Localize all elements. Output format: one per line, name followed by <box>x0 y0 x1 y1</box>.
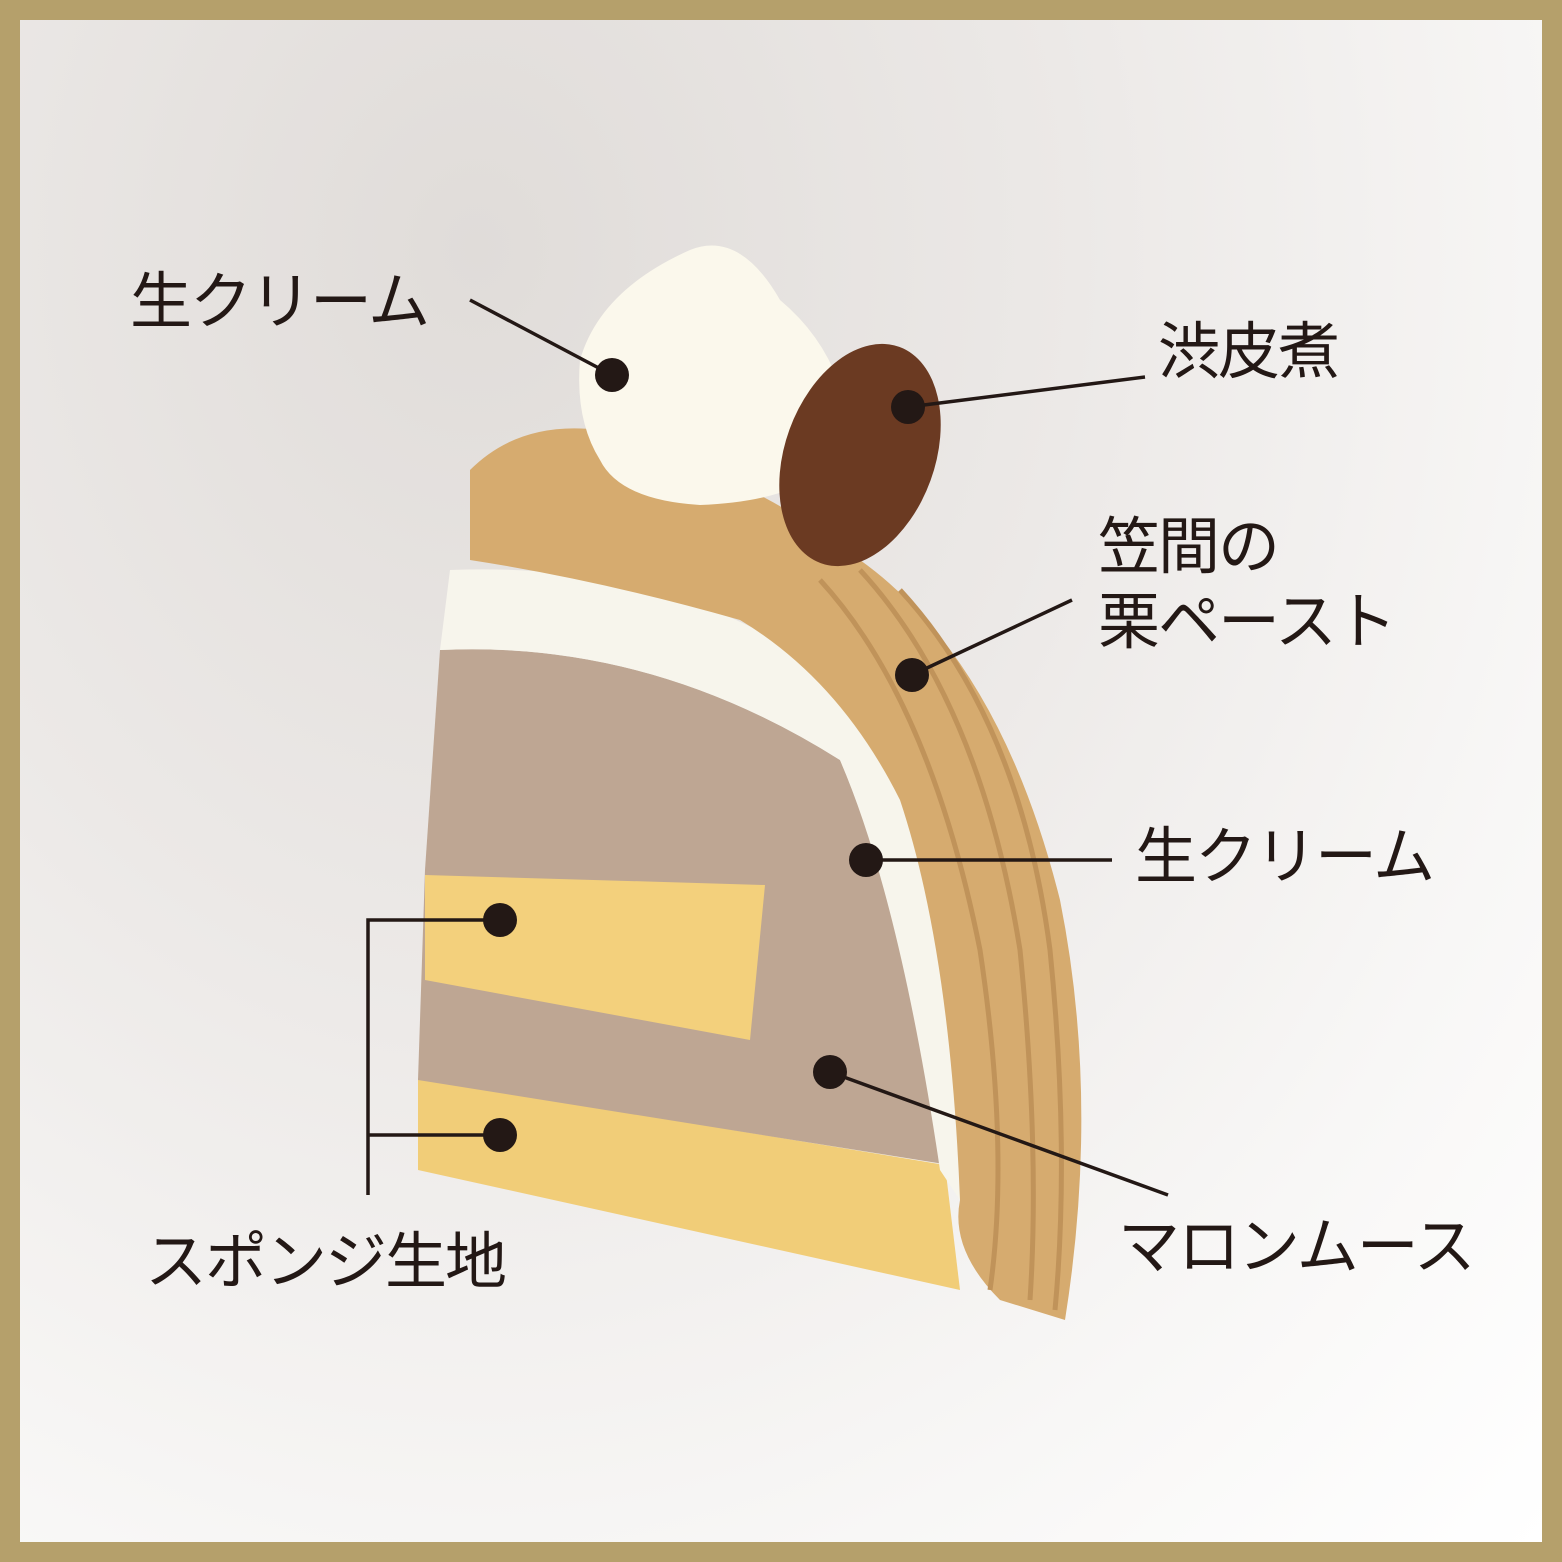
dot-top-cream <box>595 358 629 392</box>
dot-sponge-top <box>483 903 517 937</box>
dot-mid-cream <box>849 843 883 877</box>
dot-paste <box>895 658 929 692</box>
label-sponge: スポンジ生地 <box>145 1225 507 1298</box>
chestnut-paste <box>470 428 1082 1320</box>
sponge-layer-bottom <box>418 1078 960 1290</box>
dot-mousse <box>813 1055 847 1089</box>
marker-dots <box>483 358 929 1152</box>
label-mid-cream: 生クリーム <box>1135 820 1435 893</box>
dot-chestnut <box>891 390 925 424</box>
cream-layer <box>440 569 960 1200</box>
label-shibukawani: 渋皮煮 <box>1158 315 1340 388</box>
label-marron-mousse: マロンムース <box>1118 1210 1476 1283</box>
paste-strand-lines <box>818 568 1064 1311</box>
label-kasama-line1: 笠間の <box>1098 510 1280 583</box>
whipped-cream-top <box>579 245 850 506</box>
leader-lines <box>366 298 1169 1197</box>
label-kasama-line2: 栗ペースト <box>1098 585 1397 658</box>
dot-sponge-bottom <box>483 1118 517 1152</box>
label-top-cream: 生クリーム <box>130 265 430 338</box>
